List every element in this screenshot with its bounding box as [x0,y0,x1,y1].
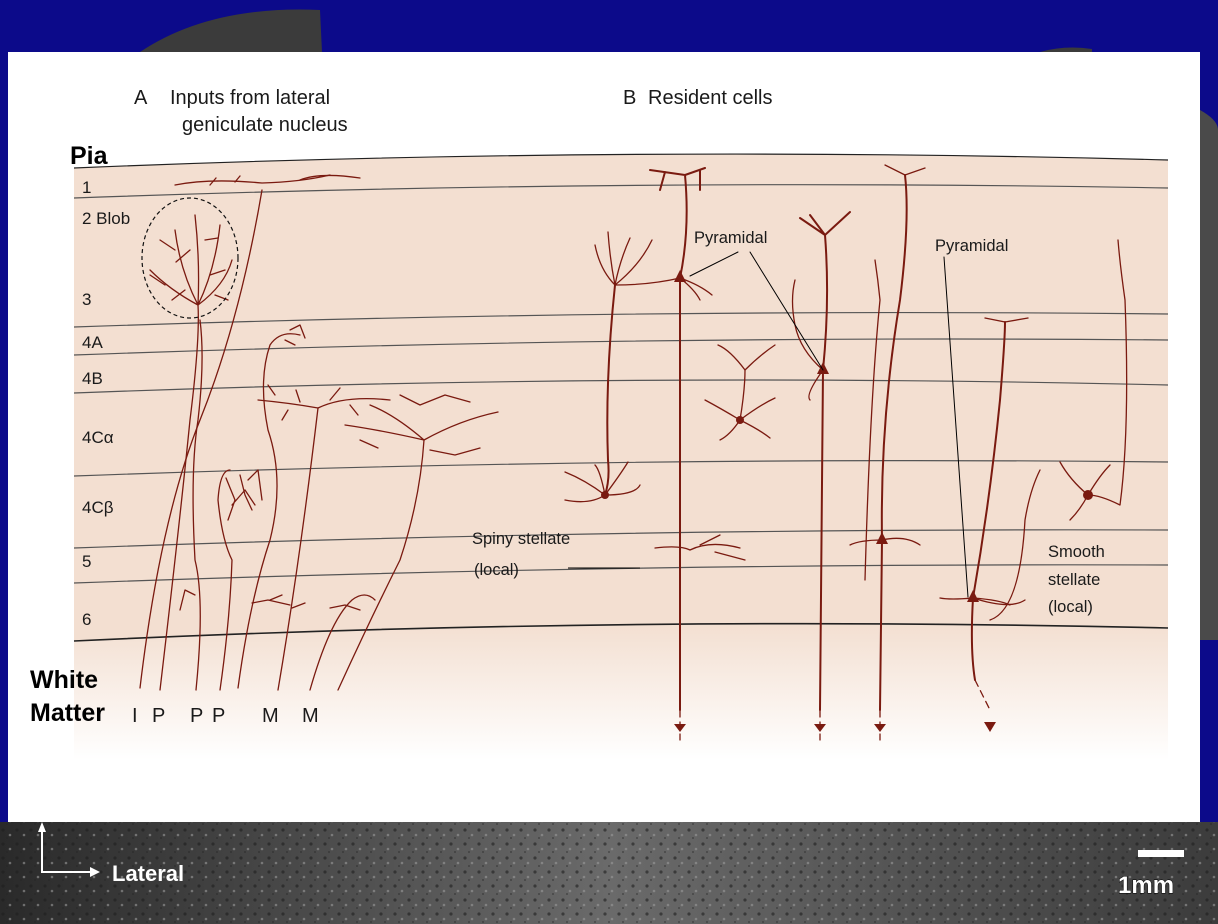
input-label-p1: P [152,705,165,727]
layer-label-4c-beta: 4Cβ [82,498,114,517]
smooth-stellate-label-line3: (local) [1048,598,1093,616]
input-label-m1: M [262,705,279,727]
scale-bar-label: 1mm [1118,872,1174,899]
panel-b-letter: B [623,87,636,109]
layer-label-3: 3 [82,290,91,309]
panel-b-title: Resident cells [648,87,773,109]
input-label-p3: P [212,705,225,727]
spiny-stellate-label-line1: Spiny stellate [472,530,570,548]
input-label-m2: M [302,705,319,727]
layer-label-2-blob: 2 Blob [82,209,130,228]
smooth-stellate-label-line2: stellate [1048,571,1100,589]
pyramidal-label-2: Pyramidal [935,237,1008,255]
layer-label-4b: 4B [82,369,103,388]
lateral-label: Lateral [112,861,184,886]
spiny-stellate-label-line2: (local) [474,561,519,579]
layer-label-4a: 4A [82,333,103,352]
layer-label-1: 1 [82,178,91,197]
scale-bar [1138,850,1184,857]
input-label-i: I [132,705,138,727]
panel-a-title-line1: Inputs from lateral [170,87,330,109]
white-matter-label-line1: White [30,666,98,694]
layer-label-4c-alpha: 4Cα [82,428,114,447]
white-matter-label-line2: Matter [30,699,105,727]
pyramidal-label-1: Pyramidal [694,229,767,247]
panel-a-title-line2: geniculate nucleus [182,114,348,136]
pia-label: Pia [70,142,109,170]
layer-label-6: 6 [82,610,91,629]
smooth-stellate-label-line1: Smooth [1048,543,1105,561]
input-label-p2: P [190,705,203,727]
white-matter-fade [74,624,1168,760]
panel-a-letter: A [134,87,148,109]
layer-label-5: 5 [82,552,91,571]
